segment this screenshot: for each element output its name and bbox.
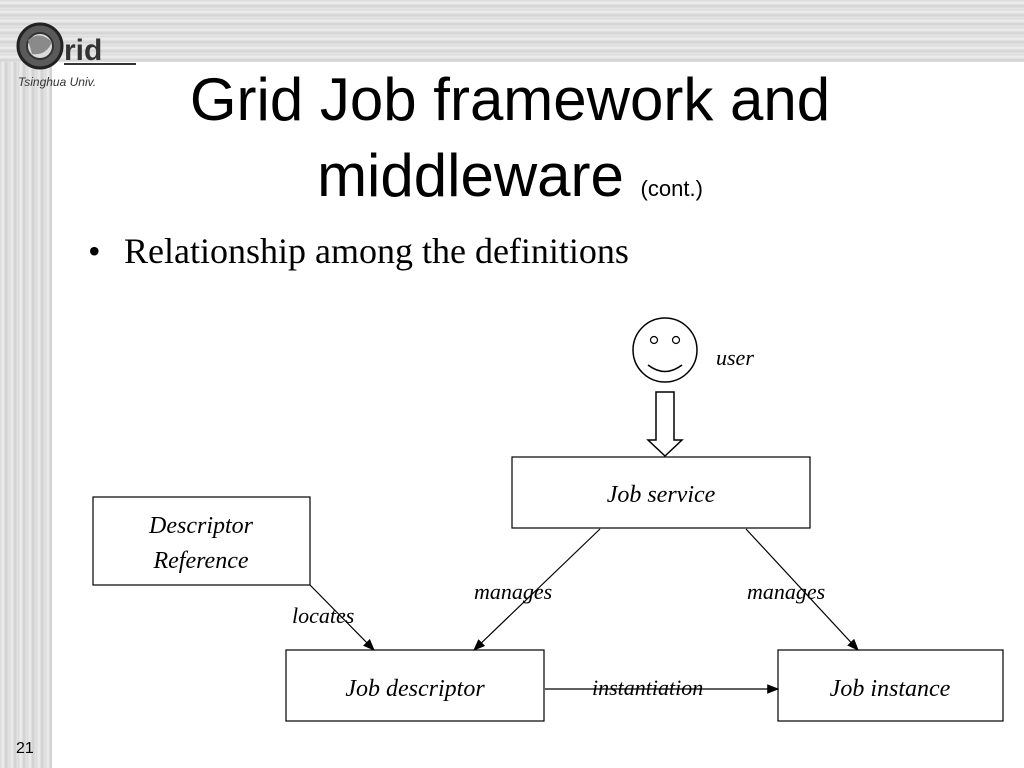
job-service-label: Job service [607, 482, 716, 508]
job-instance-node: Job instance [777, 649, 1004, 722]
manages-right-edge [745, 528, 859, 651]
job-service-node: Job service [511, 456, 811, 529]
left-decorative-band [0, 0, 52, 768]
smiley-face-icon [632, 317, 698, 383]
manages-left-edge [473, 528, 601, 651]
job-service-box [511, 456, 811, 529]
user-label: user [716, 345, 754, 370]
user-to-service-arrow [646, 391, 684, 458]
title-line-2-text: middleware [317, 142, 624, 209]
job-instance-label: Job instance [830, 676, 951, 702]
descriptor-reference-box [92, 496, 311, 586]
title-cont-suffix: (cont.) [640, 176, 703, 201]
bullet-text: Relationship among the definitions [124, 231, 629, 271]
logo-text: rid [64, 34, 102, 67]
job-descriptor-label: Job descriptor [345, 676, 485, 702]
title-line-1: Grid Job framework and [189, 66, 831, 133]
descriptor-reference-label-line1: Descriptor [148, 513, 254, 539]
job-descriptor-box [285, 649, 545, 722]
top-decorative-band [0, 0, 1024, 62]
slide-title: Grid Job framework and middleware (cont.… [140, 62, 880, 227]
descriptor-reference-label-line2: Reference [152, 548, 248, 574]
locates-label: locates [292, 603, 354, 628]
slide-number: 21 [16, 740, 34, 757]
descriptor-reference-node: Descriptor Reference [92, 496, 311, 586]
locates-edge [309, 584, 375, 651]
smiley-right-eye [671, 335, 681, 345]
title-line-2: middleware (cont.) [140, 138, 880, 227]
job-descriptor-node: Job descriptor [285, 649, 545, 722]
manages-right-label: manages [747, 579, 825, 604]
bullet-item: • Relationship among the definitions [88, 230, 629, 272]
bullet-icon: • [88, 231, 101, 271]
smiley-left-eye [649, 335, 659, 345]
job-instance-box [777, 649, 1004, 722]
instantiation-label: instantiation [592, 675, 703, 700]
grid-logo: rid Tsinghua Univ. [16, 22, 136, 89]
user-actor: user [632, 317, 754, 383]
logo-subtext: Tsinghua Univ. [18, 75, 96, 89]
smiley-mouth [647, 364, 683, 373]
manages-left-label: manages [474, 579, 552, 604]
